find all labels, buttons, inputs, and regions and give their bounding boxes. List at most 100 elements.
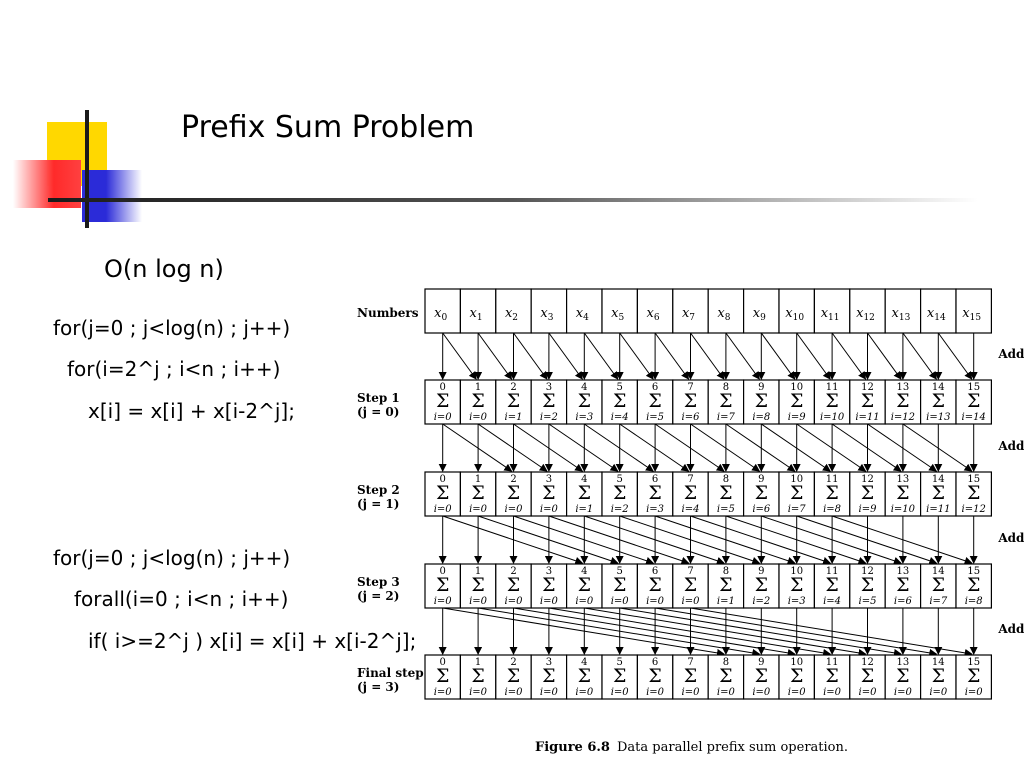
sum-upper-index: 14 <box>932 566 945 577</box>
sigma-symbol: Σ <box>932 665 945 687</box>
sigma-symbol: Σ <box>825 390 838 412</box>
sigma-symbol: Σ <box>719 574 732 596</box>
add-arrow <box>619 607 902 657</box>
sum-upper-index: 1 <box>475 657 481 668</box>
sum-upper-index: 4 <box>581 382 587 393</box>
add-arrow <box>725 515 867 565</box>
number-cell <box>707 288 745 334</box>
sigma-symbol: Σ <box>648 390 661 412</box>
number-cell <box>955 288 993 334</box>
sum-upper-index: 15 <box>967 566 980 577</box>
sigma-symbol: Σ <box>648 574 661 596</box>
sum-lower-index: i=2 <box>540 412 558 423</box>
sigma-symbol: Σ <box>542 574 555 596</box>
add-arrow <box>902 423 973 472</box>
sum-lower-index: i=6 <box>682 412 701 423</box>
sum-lower-index: i=0 <box>646 687 665 698</box>
decor-blue-square <box>82 170 142 222</box>
number-cell <box>530 288 568 334</box>
sum-lower-index: i=0 <box>929 687 948 698</box>
sigma-symbol: Σ <box>613 665 626 687</box>
add-arrow <box>760 332 796 380</box>
number-cell <box>849 288 886 334</box>
sigma-symbol: Σ <box>507 482 520 504</box>
add-arrow <box>619 515 761 565</box>
sum-upper-index: 14 <box>932 382 945 393</box>
sigma-symbol: Σ <box>578 665 591 687</box>
add-label: Add <box>997 347 1024 361</box>
sigma-symbol: Σ <box>790 665 803 687</box>
sum-upper-index: 6 <box>652 566 658 577</box>
sum-cell <box>636 379 674 425</box>
add-arrow <box>513 423 584 472</box>
sum-lower-index: i=0 <box>540 687 559 698</box>
sum-lower-index: i=6 <box>752 504 771 515</box>
sum-cell <box>849 654 886 700</box>
sum-cell <box>424 471 462 517</box>
sum-upper-index: 0 <box>440 657 446 668</box>
sum-cell <box>459 563 497 609</box>
add-arrow <box>867 332 902 380</box>
sum-lower-index: i=10 <box>820 412 845 423</box>
sum-upper-index: 3 <box>546 657 552 668</box>
sum-upper-index: 9 <box>758 566 764 577</box>
sum-upper-index: 15 <box>967 657 980 668</box>
sum-upper-index: 10 <box>790 474 803 485</box>
sum-cell <box>636 471 674 517</box>
sigma-symbol: Σ <box>790 482 803 504</box>
add-arrow <box>654 332 690 380</box>
add-arrow <box>478 607 761 657</box>
sigma-symbol: Σ <box>967 482 980 504</box>
add-arrow <box>831 332 867 380</box>
sum-lower-index: i=4 <box>611 412 629 423</box>
add-arrow <box>548 515 690 565</box>
sigma-symbol: Σ <box>932 574 945 596</box>
add-arrow <box>584 515 725 565</box>
sum-upper-index: 11 <box>826 382 839 393</box>
sum-lower-index: i=0 <box>434 412 453 423</box>
add-arrow <box>583 332 619 380</box>
step-sublabel: (j = 1) <box>357 497 399 511</box>
code-seq-line-1: for(j=0 ; j<log(n) ; j++) <box>53 316 291 340</box>
sum-upper-index: 9 <box>758 657 764 668</box>
sum-cell <box>813 379 851 425</box>
sum-lower-index: i=0 <box>965 687 984 698</box>
sum-cell <box>495 654 532 700</box>
sum-cell <box>424 379 462 425</box>
sum-upper-index: 0 <box>440 474 446 485</box>
add-arrow <box>725 423 796 472</box>
sum-upper-index: 5 <box>617 657 623 668</box>
code-par-line-2: forall(i=0 ; i<n ; i++) <box>74 587 289 611</box>
sum-lower-index: i=0 <box>682 687 701 698</box>
sum-lower-index: i=1 <box>505 412 523 423</box>
sum-lower-index: i=9 <box>788 412 807 423</box>
sigma-symbol: Σ <box>613 390 626 412</box>
sigma-symbol: Σ <box>542 482 555 504</box>
sum-upper-index: 10 <box>790 566 803 577</box>
sum-lower-index: i=0 <box>469 504 488 515</box>
sum-upper-index: 12 <box>861 566 874 577</box>
sum-upper-index: 0 <box>440 566 446 577</box>
sum-lower-index: i=5 <box>717 504 735 515</box>
sum-lower-index: i=1 <box>717 596 735 607</box>
sum-lower-index: i=4 <box>823 596 841 607</box>
sum-upper-index: 5 <box>617 566 623 577</box>
step-sublabel: (j = 3) <box>357 680 399 694</box>
sum-upper-index: 4 <box>581 566 587 577</box>
sum-upper-index: 15 <box>967 382 980 393</box>
sum-upper-index: 9 <box>758 382 764 393</box>
sum-upper-index: 2 <box>510 474 516 485</box>
number-cell <box>459 288 497 334</box>
sum-lower-index: i=0 <box>575 687 594 698</box>
sigma-symbol: Σ <box>755 665 768 687</box>
sum-lower-index: i=7 <box>788 504 807 515</box>
sum-upper-index: 3 <box>546 566 552 577</box>
step-label: Step 1 <box>357 391 400 405</box>
sigma-symbol: Σ <box>578 482 591 504</box>
sum-lower-index: i=0 <box>717 687 736 698</box>
sum-upper-index: 6 <box>652 657 658 668</box>
sum-upper-index: 11 <box>826 474 839 485</box>
sigma-symbol: Σ <box>896 390 909 412</box>
sigma-symbol: Σ <box>578 574 591 596</box>
code-par-line-3: if( i>=2^j ) x[i] = x[i] + x[i-2^j]; <box>88 629 417 653</box>
